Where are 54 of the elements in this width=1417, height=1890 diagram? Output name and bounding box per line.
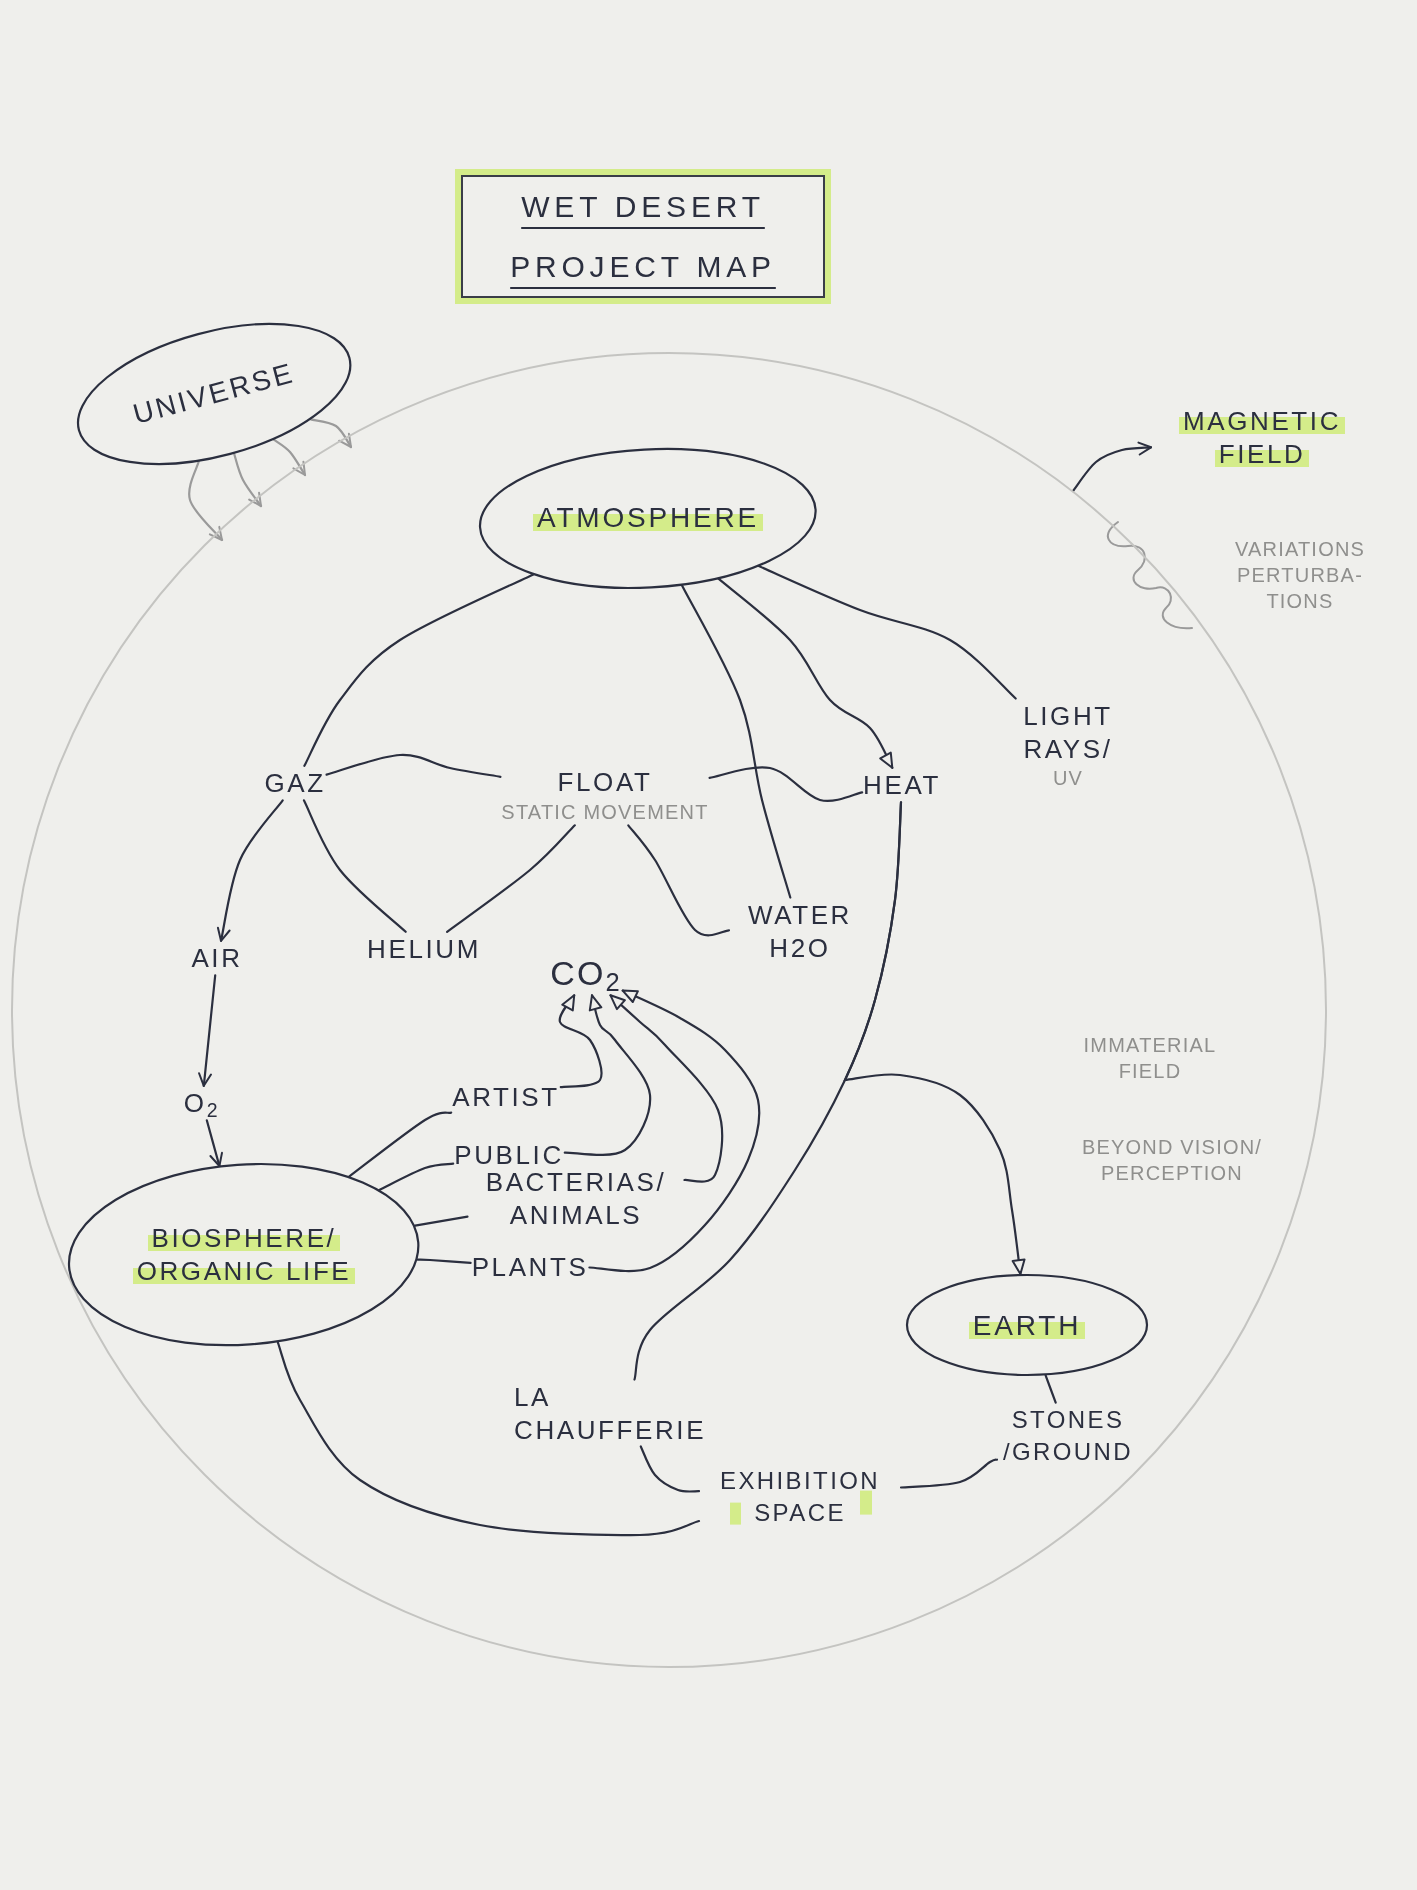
node-label: FLOAT — [557, 765, 653, 799]
oval-node — [904, 1272, 1150, 1378]
arrow — [272, 438, 307, 477]
connector-line — [378, 1162, 455, 1191]
arrow — [843, 801, 1026, 1276]
connector-line — [757, 565, 1017, 700]
oval-node — [66, 1161, 422, 1349]
node-label: AIR — [191, 941, 243, 975]
arrow — [309, 418, 353, 449]
node-label: LA CHAUFFERIE — [514, 1380, 734, 1446]
arrow — [205, 1119, 223, 1168]
arrow — [198, 974, 217, 1087]
node-label: WATER H2O — [730, 898, 870, 964]
connector-line — [446, 824, 576, 933]
node-label: HEAT — [863, 768, 941, 802]
oval-node — [477, 445, 819, 591]
annotation-text: STATIC MOVEMENT — [501, 799, 709, 825]
annotation-text: UV — [1052, 765, 1084, 791]
oval-node — [74, 321, 354, 467]
arrow — [233, 452, 263, 508]
node-label: PLANTS — [471, 1250, 589, 1284]
arrow — [188, 460, 224, 542]
connector-line — [639, 1445, 701, 1493]
node-label: GAZ — [264, 766, 326, 800]
arrow — [558, 994, 603, 1089]
arrow — [216, 799, 284, 942]
node-label: LIGHT RAYS/ — [1022, 699, 1114, 765]
connector-line — [414, 1215, 469, 1227]
node-label: HELIUM — [367, 932, 481, 966]
connector-line — [899, 1458, 999, 1489]
connector-line — [627, 824, 731, 937]
connector-line — [416, 1258, 472, 1264]
pencil-note: BEYOND VISION/ PERCEPTION — [1080, 1135, 1264, 1186]
arrow — [1071, 441, 1153, 493]
node-label: EXHIBITION SPACE — [700, 1464, 900, 1530]
pencil-note: VARIATIONS PERTURBA- TIONS — [1233, 537, 1367, 614]
node-label: O$_{2}$ — [183, 1086, 221, 1120]
title: WET DESERT PROJECT MAP — [509, 188, 777, 285]
connector-line — [1044, 1374, 1057, 1404]
node-label: STONES /GROUND — [998, 1403, 1138, 1469]
node-label: CO$_{2}$ — [550, 951, 622, 995]
connector-line — [708, 766, 864, 802]
connector-line — [303, 573, 535, 767]
connector-line — [325, 753, 502, 778]
pencil-note: IMMATERIAL FIELD — [1082, 1033, 1218, 1084]
arrow — [588, 989, 761, 1273]
connector-line — [302, 799, 407, 933]
arrow — [563, 994, 652, 1157]
arrow — [717, 577, 894, 769]
connector-line — [276, 1341, 701, 1537]
connector-line — [680, 584, 792, 899]
node-label: ARTIST — [452, 1080, 560, 1114]
arrow — [609, 994, 724, 1183]
connector-line — [348, 1111, 453, 1178]
